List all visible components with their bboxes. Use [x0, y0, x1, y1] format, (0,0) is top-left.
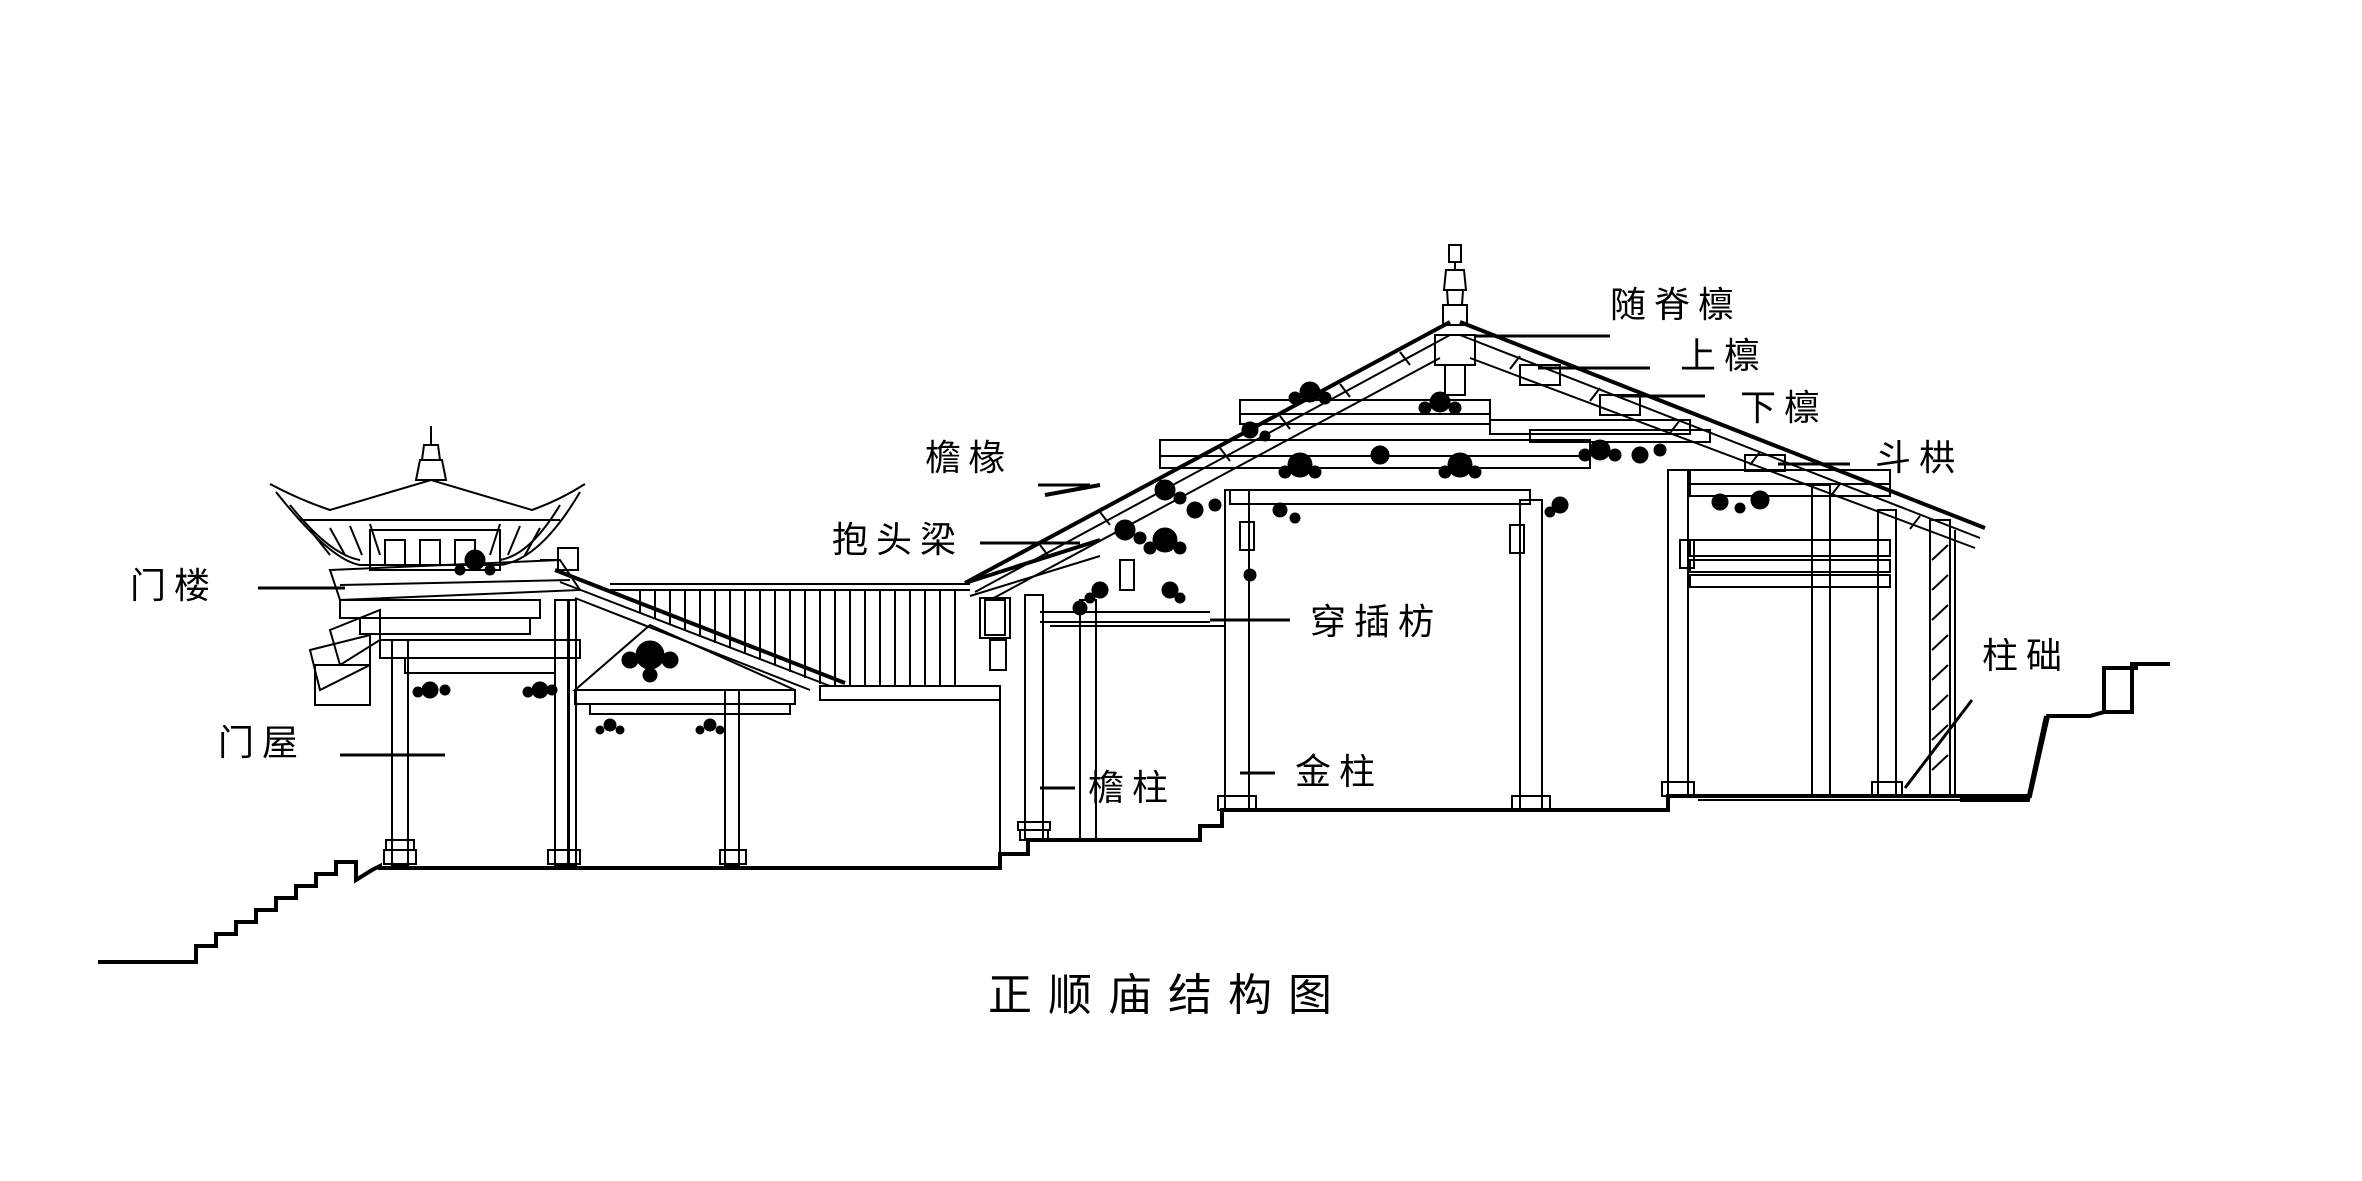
label-men-wu: 门屋: [218, 723, 306, 764]
label-jin-zhu: 金柱: [1295, 752, 1383, 793]
label-shang-lin: 上檩: [1680, 336, 1768, 377]
label-sui-ji-lin: 随脊檩: [1610, 285, 1742, 326]
main-hall: [964, 244, 1986, 841]
label-xia-lin: 下檩: [1740, 388, 1828, 429]
label-chuan-cha-fang: 穿插枋: [1310, 602, 1442, 643]
label-yan-chuan: 檐椽: [925, 438, 1013, 479]
ground-line: [98, 662, 2170, 964]
label-yan-zhu: 檐柱: [1088, 768, 1176, 809]
label-dou-gong: 斗栱: [1875, 438, 1963, 479]
label-men-lou: 门楼: [130, 566, 218, 607]
gate-house: [540, 547, 1001, 868]
leader-lines: [258, 334, 1974, 790]
diagram-caption: 正顺庙结构图: [988, 970, 1348, 1021]
carved-brackets: [1072, 381, 1770, 616]
label-bao-tou-liang: 抱头梁: [832, 520, 964, 561]
gate-tower: [269, 426, 586, 866]
label-zhu-chu: 柱础: [1982, 636, 2070, 677]
